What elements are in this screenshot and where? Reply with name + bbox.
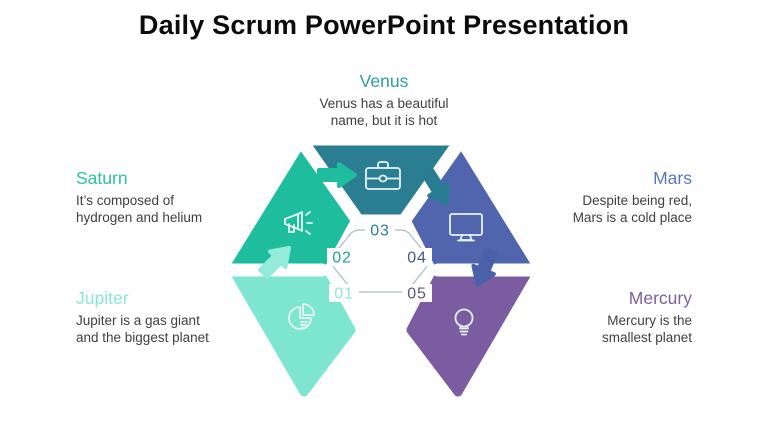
scrum-cycle-diagram: 03 02 04 01 05 — [224, 136, 542, 397]
venus-callout: Venus Venus has a beautiful name, but it… — [284, 71, 484, 129]
step-number-03: 03 — [370, 223, 389, 240]
lightbulb-icon — [454, 308, 474, 336]
arrow-jupiter-to-saturn-icon — [258, 245, 292, 279]
venus-description-line2: name, but it is hot — [330, 112, 438, 128]
jupiter-callout: Jupiter Jupiter is a gas giant and the b… — [76, 288, 266, 346]
number-mask — [402, 284, 432, 302]
mars-description: Despite being red, Mars is a cold place — [512, 193, 692, 226]
saturn-heading: Saturn — [76, 168, 128, 188]
venus-description: Venus has a beautiful name, but it is ho… — [284, 96, 484, 129]
venus-description-line1: Venus has a beautiful — [319, 96, 449, 111]
mercury-description: Mercury is the smallest planet — [512, 313, 692, 346]
slide-title: Daily Scrum PowerPoint Presentation — [138, 10, 630, 40]
pie-chart-icon — [288, 303, 315, 330]
step-number-02: 02 — [332, 250, 351, 267]
step-number-04: 04 — [407, 250, 426, 267]
mercury-heading: Mercury — [628, 288, 692, 308]
monitor-icon — [449, 213, 483, 242]
mercury-description-line2: smallest planet — [601, 329, 692, 345]
number-mask — [402, 248, 432, 266]
number-mask — [365, 221, 395, 239]
arrow-saturn-to-venus-icon — [317, 162, 357, 188]
mars-heading: Mars — [653, 168, 692, 188]
mars-callout: Mars Despite being red, Mars is a cold p… — [512, 168, 692, 226]
number-mask — [327, 248, 357, 266]
arrow-venus-to-mars-icon — [421, 168, 450, 206]
megaphone-icon — [284, 211, 313, 235]
jupiter-heading: Jupiter — [76, 288, 129, 308]
saturn-description: It’s composed of hydrogen and helium — [76, 193, 256, 226]
briefcase-icon — [365, 161, 401, 190]
arrow-mars-to-mercury-icon — [471, 247, 498, 287]
jupiter-description: Jupiter is a gas giant and the biggest p… — [76, 313, 266, 346]
mercury-description-line1: Mercury is the — [607, 313, 692, 328]
number-mask — [329, 284, 359, 302]
step-number-05: 05 — [407, 286, 426, 303]
step-number-01: 01 — [334, 286, 353, 303]
mars-description-line2: Mars is a cold place — [572, 209, 692, 225]
mercury-callout: Mercury Mercury is the smallest planet — [512, 288, 692, 346]
venus-heading: Venus — [359, 71, 409, 91]
saturn-description-line2: hydrogen and helium — [76, 209, 203, 225]
mars-description-line1: Despite being red, — [582, 193, 692, 208]
jupiter-description-line2: and the biggest planet — [76, 329, 209, 345]
saturn-callout: Saturn It’s composed of hydrogen and hel… — [76, 168, 256, 226]
saturn-description-line1: It’s composed of — [76, 193, 175, 208]
jupiter-description-line1: Jupiter is a gas giant — [76, 313, 200, 328]
